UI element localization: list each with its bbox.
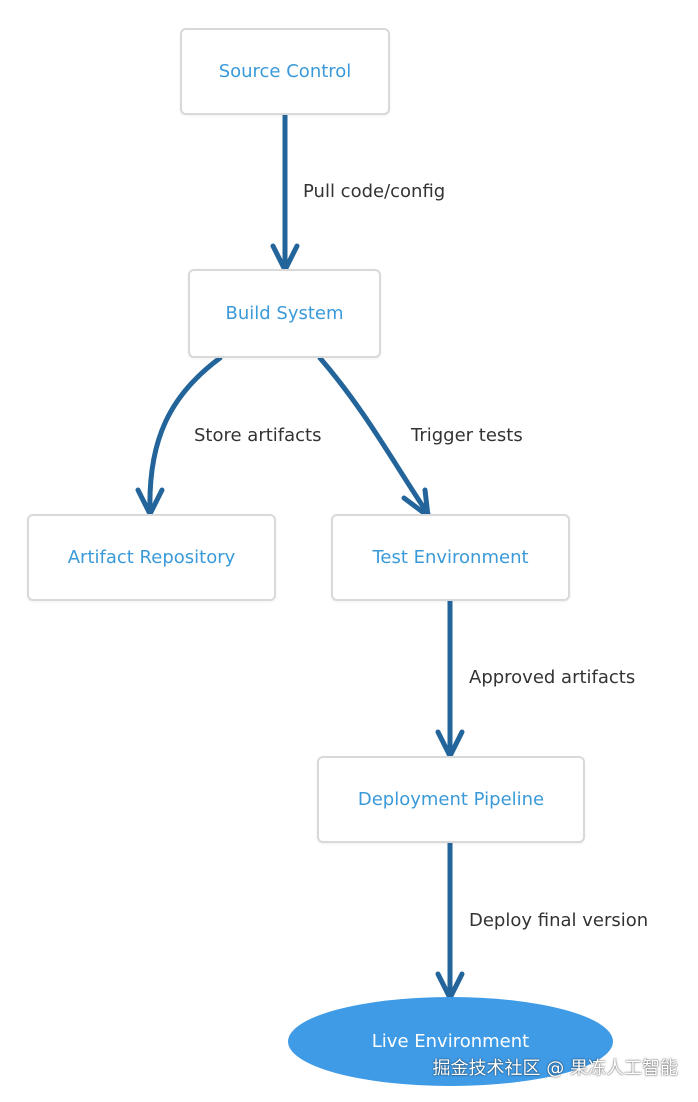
node-build-system[interactable]: Build System	[188, 269, 381, 358]
edge-label-pull: Pull code/config	[303, 181, 446, 202]
node-artifact-repository-label: Artifact Repository	[67, 547, 236, 568]
edge-label-trigger: Trigger tests	[411, 425, 523, 446]
node-artifact-repository[interactable]: Artifact Repository	[27, 514, 276, 601]
edge-label-approved: Approved artifacts	[469, 667, 636, 688]
node-live-environment[interactable]: Live Environment	[288, 997, 613, 1086]
node-live-environment-label: Live Environment	[371, 1031, 530, 1052]
node-deployment-pipeline-label: Deployment Pipeline	[357, 789, 545, 810]
node-source-control-label: Source Control	[218, 61, 352, 82]
node-deployment-pipeline[interactable]: Deployment Pipeline	[317, 756, 585, 843]
edge-label-store: Store artifacts	[194, 425, 322, 446]
edge-trigger-line	[317, 355, 431, 517]
watermark-text: 掘金技术社区 @ 果冻人工智能	[432, 1058, 678, 1079]
node-test-environment-label: Test Environment	[372, 547, 529, 568]
edge-store-line	[147, 355, 223, 515]
node-test-environment[interactable]: Test Environment	[331, 514, 570, 601]
edge-label-deploy: Deploy final version	[469, 910, 649, 931]
node-source-control[interactable]: Source Control	[180, 28, 390, 115]
node-build-system-label: Build System	[225, 303, 344, 324]
